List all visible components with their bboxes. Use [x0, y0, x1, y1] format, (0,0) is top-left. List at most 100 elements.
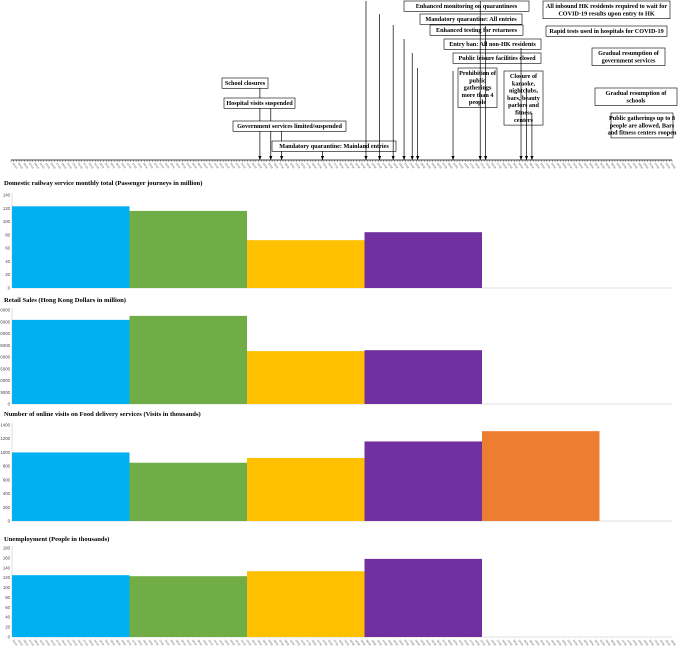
timeline-event: Rapid tests used in hospitals for COVID-…	[484, 25, 668, 160]
timeline-date-label: 27/10	[82, 162, 89, 170]
bottom-date-label: 18/12	[224, 639, 231, 647]
bottom-date-label: 10/12	[202, 639, 209, 647]
bar-chart-panel: Domestic railway service monthly total (…	[3, 180, 672, 291]
event-label-text: Enhanced monitoring on quarantinees	[416, 3, 518, 10]
event-label-box	[223, 97, 296, 109]
event-label-text: Enhanced testing for retarnees	[436, 27, 518, 34]
timeline-date-label: 15/03	[463, 162, 470, 170]
event-arrow-head	[530, 156, 534, 160]
timeline-date-label: 20/11	[148, 162, 155, 170]
timeline-date-label: 13/01	[294, 162, 301, 170]
timeline-date-label: 28/12	[251, 162, 258, 170]
event-arrow-head	[364, 156, 368, 160]
bar-feb	[247, 240, 365, 288]
bar-dec	[12, 575, 130, 637]
bottom-date-label: 17/10	[55, 639, 62, 647]
y-tick-label: 800	[3, 464, 11, 469]
bar-mar	[364, 441, 482, 521]
bottom-date-label: 18/04	[556, 639, 563, 647]
timeline-date-label: 18/12	[224, 162, 231, 170]
bottom-date-label: 13/01	[294, 639, 301, 647]
bottom-date-label: 06/12	[191, 639, 198, 647]
timeline-date-label: 23/01	[322, 162, 329, 170]
event-label-text: Public leisure facilities closed	[458, 55, 536, 62]
timeline-date-label: 17/10	[55, 162, 62, 170]
bar-jan	[129, 315, 247, 404]
timeline-date-label: 07/01	[278, 162, 285, 170]
bar-jan	[129, 576, 247, 637]
bottom-date-label: 28/05	[664, 639, 671, 647]
timeline-event: Government services limited/suspended	[232, 120, 347, 160]
timeline-date-label: 18/02	[392, 162, 399, 170]
bar-mar	[364, 558, 482, 637]
timeline-date-label: 16/02	[387, 162, 394, 170]
bottom-date-label: 09/03	[447, 639, 454, 647]
timeline-date-label: 21/10	[66, 162, 73, 170]
timeline-date-label: 01/10	[12, 162, 19, 170]
timeline-date-label: 08/02	[365, 162, 372, 170]
bottom-date-label: 08/12	[197, 639, 204, 647]
bottom-date-label: 26/05	[659, 639, 666, 647]
y-tick-label: 40	[5, 615, 10, 620]
event-arrow-head	[391, 156, 395, 160]
event-label-text: School closures	[225, 80, 266, 87]
bottom-date-label: 12/04	[539, 639, 546, 647]
bar-apr	[482, 431, 600, 521]
y-tick-label: 180	[3, 546, 11, 551]
y-tick-label: 120	[3, 575, 11, 580]
bottom-date-label: 08/02	[365, 639, 372, 647]
bottom-date-label: 22/02	[403, 639, 410, 647]
timeline-event: Enhanced monitoring on quarantinees	[364, 0, 530, 160]
timeline-date-label: 10/12	[202, 162, 209, 170]
event-label-text: Entry ban: All non-HK residents	[449, 41, 536, 48]
timeline-date-label: 25/03	[490, 162, 497, 170]
timeline-event: Enhanced testing for retarnees	[391, 24, 524, 160]
bottom-date-label: 11/10	[39, 639, 46, 647]
bottom-date-label: 29/03	[501, 639, 508, 647]
bottom-date-label: 28/02	[420, 639, 427, 647]
event-label-text: karaoke,	[512, 80, 536, 87]
chart-title: Number of online visits on Food delivery…	[4, 411, 201, 418]
timeline-date-label: 28/11	[169, 162, 176, 170]
bottom-date-label: 16/11	[137, 639, 144, 647]
bottom-date-label: 29/01	[338, 639, 345, 647]
event-arrow-head	[258, 156, 262, 160]
timeline-date-label: 22/02	[403, 162, 410, 170]
event-label-text: Government services limited/suspended	[237, 123, 342, 130]
y-tick-label: 0	[8, 286, 11, 291]
bottom-date-label: 28/11	[169, 639, 176, 647]
timeline-date-label: 22/05	[648, 162, 655, 170]
y-tick-label: 5000	[0, 390, 10, 395]
event-label-box	[594, 87, 678, 106]
event-label-box	[610, 112, 674, 139]
bottom-date-label: 11/01	[289, 639, 296, 647]
bottom-date-label: 19/03	[474, 639, 481, 647]
timeline-event: Mandatory quarantine: All entries	[377, 13, 523, 160]
event-label-text: Hospital visits suspended	[226, 100, 293, 107]
bottom-date-label: 01/10	[12, 639, 19, 647]
bottom-date-label: 23/01	[322, 639, 329, 647]
bottom-date-label: 04/02	[354, 639, 361, 647]
event-label-text: schools	[627, 97, 647, 104]
timeline-date-label: 23/03	[485, 162, 492, 170]
event-arrow-head	[519, 156, 523, 160]
timeline-date-label: 01/03	[425, 162, 432, 170]
bottom-date-label: 28/12	[251, 639, 258, 647]
timeline-date-label: 16/12	[218, 162, 225, 170]
event-label-text: fitness	[515, 110, 532, 117]
bottom-date-label: 10/05	[615, 639, 622, 647]
bottom-date-label: 12/11	[126, 639, 133, 647]
timeline-date-label: 16/11	[137, 162, 144, 170]
timeline-date-label: 15/10	[50, 162, 57, 170]
timeline-date-label: 27/03	[496, 162, 503, 170]
timeline-date-label: 06/04	[523, 162, 530, 170]
bottom-date-label: 10/11	[120, 639, 127, 647]
timeline-event: Entry ban: All non-HK residents	[402, 38, 542, 160]
bottom-date-label: 15/03	[463, 639, 470, 647]
timeline-date-label: 08/05	[610, 162, 617, 170]
bottom-date-label: 03/10	[17, 639, 24, 647]
timeline-date-label: 27/01	[333, 162, 340, 170]
timeline-date-label: 26/05	[659, 162, 666, 170]
bar-jan	[129, 210, 247, 288]
